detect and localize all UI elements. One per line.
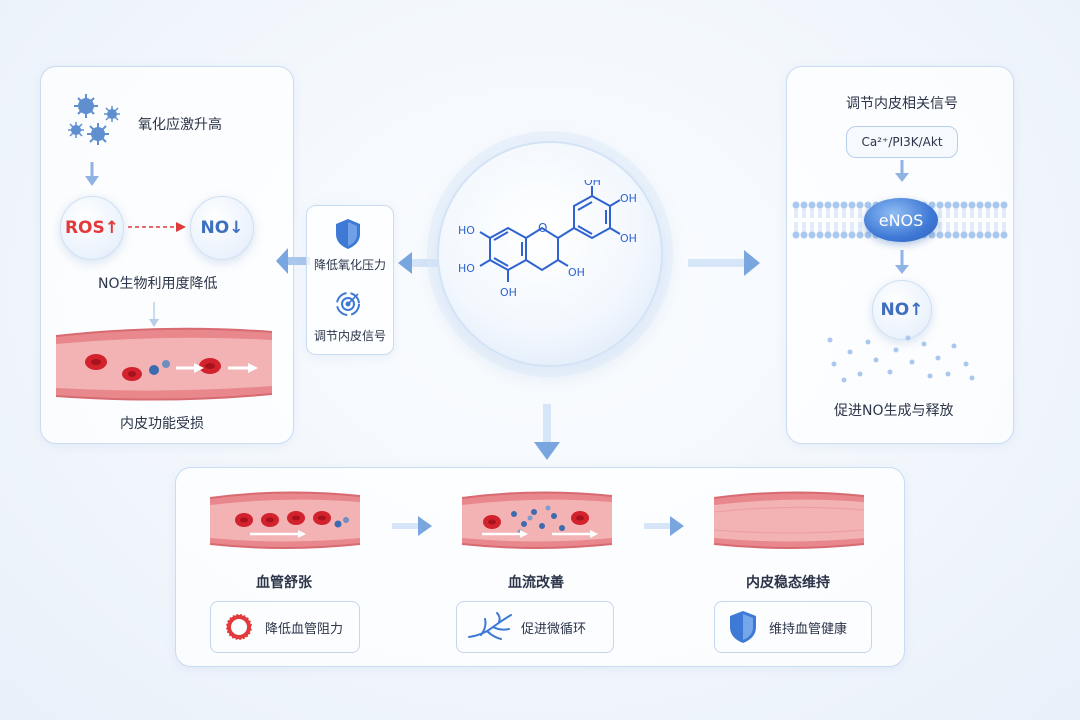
tag3-label: 维持血管健康 — [769, 621, 848, 637]
vessel-homeostasis-icon — [714, 491, 864, 549]
arrow-left-icon-2 — [398, 252, 442, 274]
ros-node: ROS↑ — [60, 196, 124, 260]
vessel-flow-icon — [462, 491, 612, 549]
vessel-dilation-icon — [210, 491, 360, 549]
catechin-molecule-icon: O OH OH OH HO HO OH OH — [458, 180, 637, 299]
vessel-ring-icon — [221, 609, 257, 645]
step1-label: 血管舒张 — [256, 575, 312, 591]
arrow-down-icon-r1 — [895, 160, 909, 182]
enos-capsule: eNOS — [864, 198, 938, 242]
oh-c1: OH — [568, 266, 585, 279]
tag2-label: 促进微循环 — [521, 621, 587, 637]
arrow-left-icon — [276, 248, 310, 274]
virus-cluster-icon — [68, 94, 120, 145]
dashed-arrow-icon — [128, 222, 186, 232]
tag-microcirculation: 促进微循环 — [456, 601, 614, 653]
tag1-label: 降低血管阻力 — [265, 621, 344, 637]
arrow-right-step2-icon — [644, 516, 684, 536]
tag-vessel-health: 维持血管健康 — [714, 601, 872, 653]
oh-b2: OH — [620, 192, 637, 205]
tag-reduce-resistance: 降低血管阻力 — [210, 601, 360, 653]
arrow-down-icon-r2 — [895, 250, 909, 274]
right-panel-title: 调节内皮相关信号 — [846, 96, 958, 112]
damaged-vessel-icon — [56, 327, 272, 401]
oxidative-stress-label: 氧化应激升高 — [138, 117, 222, 133]
regulate-signal-label: 调节内皮信号 — [314, 329, 387, 343]
oh-a3: OH — [500, 286, 517, 299]
step3-label: 内皮稳态维持 — [746, 575, 830, 591]
capillary-icon — [467, 609, 513, 645]
endothelial-damage-label: 内皮功能受损 — [120, 416, 204, 432]
oh-b1: OH — [584, 180, 601, 188]
arrow-down-icon — [85, 162, 99, 186]
arrow-right-icon — [688, 250, 760, 276]
thin-arrow-down-icon — [149, 302, 159, 327]
no-up-label: NO — [880, 300, 910, 320]
pathway-pill: Ca²⁺/PI3K/Akt — [846, 126, 958, 158]
reduce-oxidative-label: 降低氧化压力 — [314, 258, 387, 272]
up-arrow-icon-2: ↑ — [909, 300, 924, 320]
up-arrow-icon: ↑ — [104, 218, 120, 238]
no-release-caption: 促进NO生成与释放 — [834, 403, 954, 419]
ho-a2: HO — [458, 262, 475, 275]
down-arrow-icon: ↓ — [229, 218, 244, 238]
arrow-down-main-icon — [534, 404, 560, 460]
molecule-bubble — [437, 141, 663, 367]
no-label: NO — [200, 218, 230, 238]
arrow-right-step1-icon — [392, 516, 432, 536]
ho-a1: HO — [458, 224, 475, 237]
target-signal-icon — [336, 292, 360, 316]
step2-label: 血流改善 — [508, 575, 564, 591]
oh-b3: OH — [620, 232, 637, 245]
svg-text:O: O — [538, 221, 547, 235]
ros-label: ROS — [64, 218, 105, 238]
shield-health-icon — [725, 609, 761, 645]
no-particles-icon — [827, 335, 975, 383]
no-down-node: NO↓ — [190, 196, 254, 260]
shield-icon — [336, 219, 360, 249]
no-bioavailability-label: NO生物利用度降低 — [98, 276, 218, 292]
no-up-node: NO↑ — [872, 280, 932, 340]
enos-label: eNOS — [878, 210, 924, 230]
